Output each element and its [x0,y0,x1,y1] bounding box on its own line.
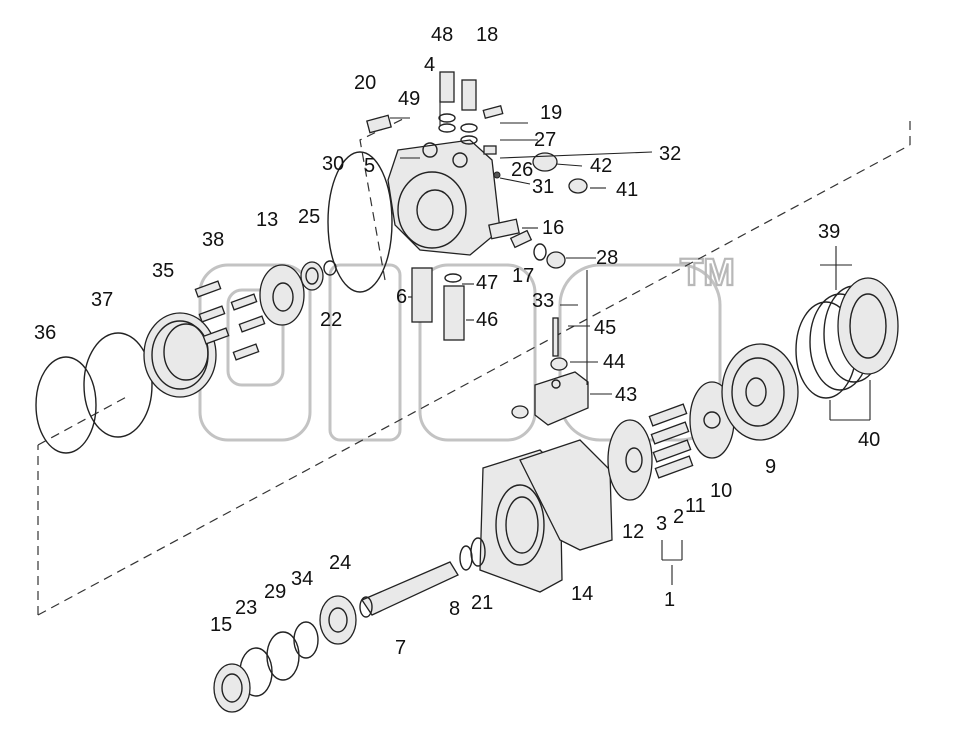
o-ring-36 [35,356,97,454]
label-46: 46 [476,309,498,331]
label-14: 14 [571,583,593,605]
label-15: 15 [210,614,232,636]
label-27: 27 [534,129,556,151]
label-47: 47 [476,272,498,294]
label-12: 12 [622,521,644,543]
label-49: 49 [398,88,420,110]
label-1: 1 [664,589,675,611]
label-24: 24 [329,552,351,574]
label-19: 19 [540,102,562,124]
ring-gear-9 [721,343,799,441]
bearing-25 [300,260,337,291]
label-23: 23 [235,597,257,619]
label-5: 5 [364,155,375,177]
label-11: 11 [685,495,706,517]
front-bearings [213,595,357,713]
label-25: 25 [298,206,320,228]
label-16: 16 [542,217,564,239]
label-28: 28 [596,247,618,269]
label-34: 34 [291,568,313,590]
label-45: 45 [594,317,616,339]
relief-valves [411,267,465,341]
label-38: 38 [202,229,224,251]
label-30: 30 [322,153,344,175]
label-13: 13 [256,209,278,231]
label-8: 8 [449,598,460,620]
label-36: 36 [34,322,56,344]
label-33: 33 [532,290,554,312]
plate-13 [259,264,305,326]
watermark-tm: TM [680,252,735,294]
label-18: 18 [476,24,498,46]
part-labels: 1 2 3 4 5 6 7 8 9 10 11 12 13 14 15 16 1… [34,24,880,659]
label-43: 43 [615,384,637,406]
label-7: 7 [395,637,406,659]
block-43-assembly [511,317,589,426]
label-32: 32 [659,143,681,165]
label-6: 6 [396,286,407,308]
small-parts-right [483,145,588,269]
label-42: 42 [590,155,612,177]
label-22: 22 [320,309,342,331]
label-26: 26 [511,159,533,181]
label-4: 4 [424,54,435,76]
watermark: TM [198,251,736,442]
label-9: 9 [765,456,776,478]
shaft-7 [359,537,486,618]
friction-plates [795,277,899,399]
label-41: 41 [616,179,638,201]
label-3: 3 [656,513,667,535]
assembly-axis-lines [37,117,911,616]
label-2: 2 [673,506,684,528]
label-40: 40 [858,429,880,451]
label-37: 37 [91,289,113,311]
plugs-top [438,71,504,145]
label-29: 29 [264,581,286,603]
housing-14 [479,439,613,593]
valve-cover-5 [387,139,501,256]
label-21: 21 [471,592,493,614]
label-10: 10 [710,480,732,502]
label-35: 35 [152,260,174,282]
label-31: 31 [532,176,554,198]
label-20: 20 [354,72,376,94]
label-17: 17 [512,265,534,287]
label-39: 39 [818,221,840,243]
gasket-30 [327,151,393,293]
cover-ring-35 [143,312,217,398]
o-ring-37 [83,332,153,438]
label-44: 44 [603,351,625,373]
springs-38 [194,280,266,361]
bolt-20 [366,114,392,134]
leader-lines [390,100,871,585]
label-48: 48 [431,24,453,46]
